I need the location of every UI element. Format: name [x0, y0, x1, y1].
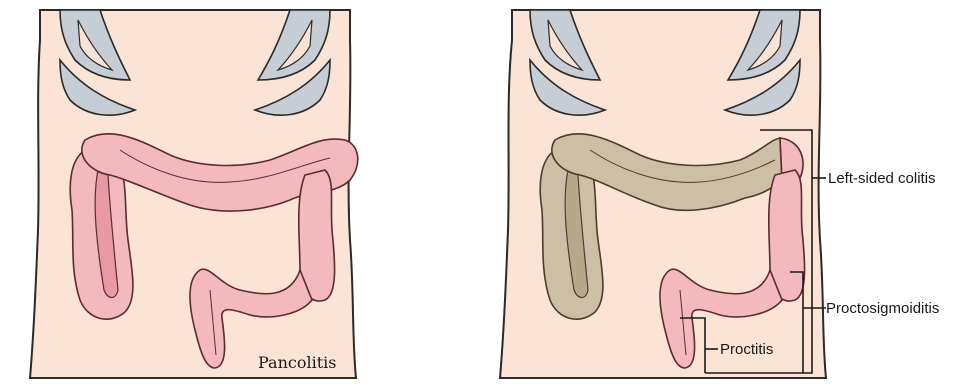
panel-pancolitis: Pancolitis [30, 10, 358, 378]
label-proctitis: Proctitis [720, 341, 773, 358]
label-left-sided-colitis: Left-sided colitis [828, 170, 936, 187]
label-pancolitis: Pancolitis [258, 353, 336, 372]
panel-extent: Left-sided colitis Proctosigmoiditis Pro… [500, 10, 939, 378]
label-proctosigmoiditis: Proctosigmoiditis [826, 300, 939, 317]
